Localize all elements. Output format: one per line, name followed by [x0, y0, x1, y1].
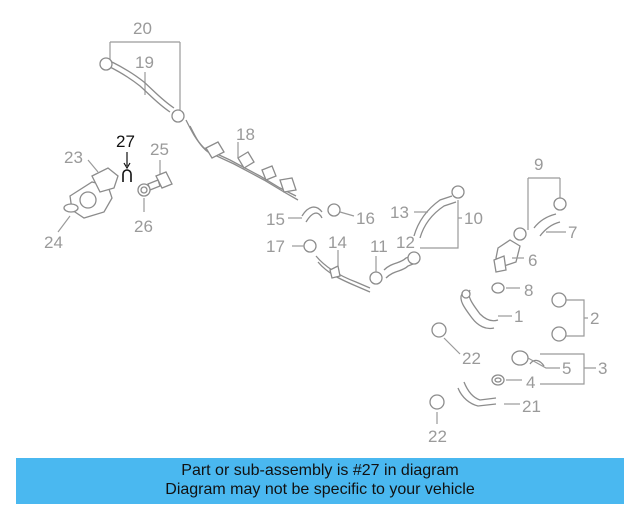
callout-14[interactable]: 7 — [568, 223, 577, 242]
callout-22-upper[interactable]: 22 — [462, 349, 481, 368]
callout-23[interactable]: 23 — [64, 148, 83, 167]
callout-11[interactable]: 15 — [266, 210, 285, 229]
part-13-clamp — [303, 239, 317, 253]
part-8-washer — [491, 282, 505, 294]
part-14-hose — [533, 213, 561, 237]
banner-line-part-number: Part or sub-assembly is #27 in diagram — [181, 462, 459, 479]
callout-9[interactable]: 11 — [370, 237, 388, 256]
callout-6[interactable]: 6 — [528, 251, 537, 270]
part-18-pipe-assembly — [185, 119, 299, 201]
callout-8[interactable]: 8 — [524, 281, 533, 300]
part-1-hose — [460, 289, 499, 330]
part-6-fitting — [493, 239, 521, 273]
callout-2[interactable]: 2 — [590, 309, 599, 328]
callout-16[interactable]: 13 — [390, 203, 409, 222]
part-27-clip — [122, 169, 132, 182]
banner-line-disclaimer: Diagram may not be specific to your vehi… — [165, 481, 475, 498]
callout-21[interactable]: 21 — [522, 397, 541, 416]
part-15-clamp — [513, 197, 567, 241]
part-21-hose — [457, 381, 497, 407]
callout-22-lower[interactable]: 22 — [428, 427, 447, 446]
callout-4[interactable]: 4 — [526, 373, 535, 392]
callout-10[interactable]: 14 — [328, 233, 347, 252]
part-7-hose — [383, 251, 421, 279]
callout-15[interactable]: 9 — [534, 155, 543, 174]
callout-7[interactable]: 12 — [396, 233, 415, 252]
callout-1[interactable]: 1 — [514, 307, 523, 326]
callout-12[interactable]: 16 — [356, 209, 375, 228]
callout-18[interactable]: 18 — [236, 125, 255, 144]
callout-20[interactable]: 20 — [133, 19, 152, 38]
part-23-thermostat-housing — [63, 167, 119, 219]
part-26-gasket — [137, 183, 151, 197]
part-22-clamp-lower — [429, 394, 445, 410]
part-2-clamps — [551, 292, 567, 342]
callout-25[interactable]: 25 — [150, 140, 169, 159]
part-22-clamp-upper — [431, 322, 447, 338]
part-9-clamp — [369, 271, 383, 285]
callout-13[interactable]: 17 — [266, 237, 285, 256]
callout-3[interactable]: 3 — [598, 359, 607, 378]
part-4-gasket — [491, 374, 505, 386]
callout-17[interactable]: 10 — [464, 209, 483, 228]
callout-27[interactable]: 27 — [116, 132, 135, 151]
info-banner: Part or sub-assembly is #27 in diagram D… — [16, 458, 624, 504]
callout-19[interactable]: 19 — [135, 53, 154, 72]
callout-24[interactable]: 24 — [44, 233, 63, 252]
callout-5[interactable]: 5 — [562, 359, 571, 378]
part-10-pipe — [315, 255, 371, 293]
part-20-19-hose-assembly — [99, 41, 185, 123]
parts-diagram: 20 19 18 27 25 23 26 24 — [44, 19, 607, 446]
part-16-hose — [413, 185, 465, 239]
part-5-fitting — [511, 350, 545, 367]
callout-26[interactable]: 26 — [134, 217, 153, 236]
part-25-sensor — [147, 171, 173, 191]
part-12-clamp — [327, 203, 341, 217]
part-11-hose — [301, 206, 323, 223]
